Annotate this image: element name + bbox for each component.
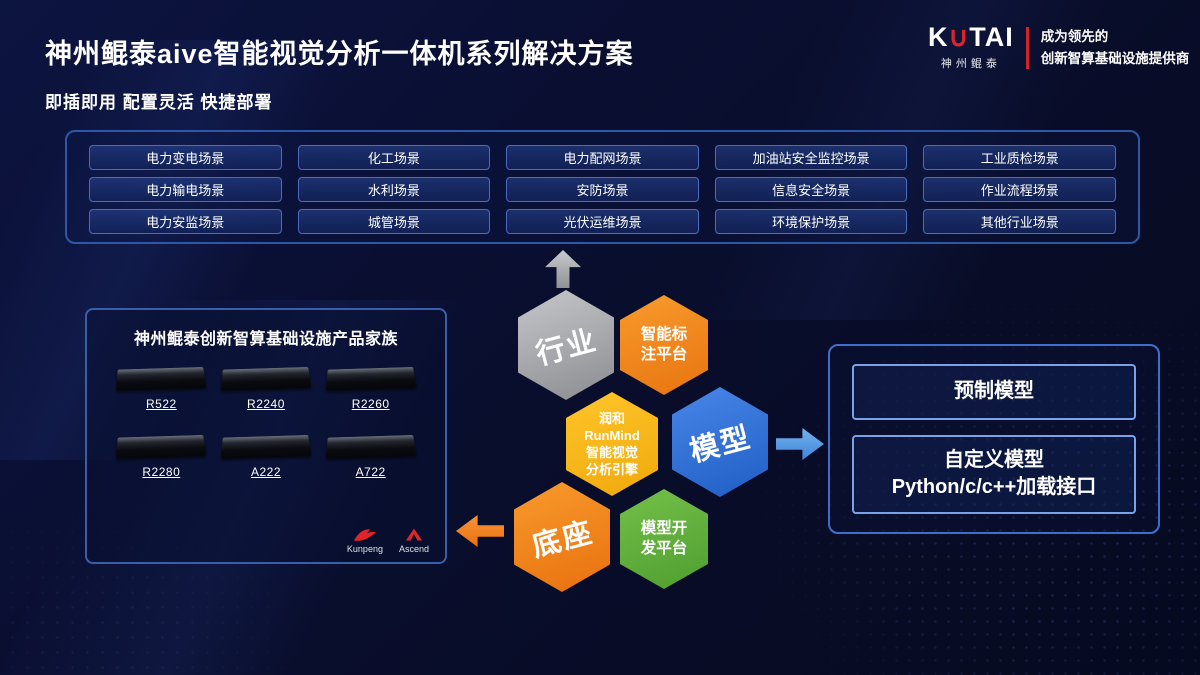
product-link[interactable]: R2280 bbox=[142, 465, 181, 479]
brand-chinese-name: 神州鲲泰 bbox=[940, 58, 1001, 70]
product-item: R2240 bbox=[214, 366, 319, 411]
kuntai-logo-mark: K∪TAI 神州鲲泰 bbox=[928, 24, 1014, 71]
kuntai-logo: K∪TAI 神州鲲泰 成为领先的 创新智算基础设施提供商 bbox=[928, 24, 1189, 71]
scenario-button[interactable]: 电力变电场景 bbox=[89, 145, 282, 170]
hexagon-base: 底座 bbox=[514, 482, 610, 592]
arrow-up-icon bbox=[545, 250, 581, 288]
scenario-button[interactable]: 电力配网场景 bbox=[506, 145, 699, 170]
model-panel: 预制模型 自定义模型 Python/c/c++加载接口 bbox=[828, 344, 1160, 534]
brand-tagline: 成为领先的 创新智算基础设施提供商 bbox=[1041, 26, 1190, 69]
hexagon-dev-label: 发平台 bbox=[640, 540, 688, 557]
server-image bbox=[325, 366, 417, 391]
prebuilt-model-label: 预制模型 bbox=[954, 380, 1034, 403]
server-image bbox=[220, 366, 312, 391]
runmind-line: 分析引擎 bbox=[585, 462, 638, 478]
server-image bbox=[116, 366, 207, 391]
partner-logos: Kunpeng Ascend bbox=[347, 527, 429, 554]
hexagon-dev-platform: 模型开 发平台 bbox=[620, 489, 708, 589]
logo-divider bbox=[1025, 26, 1029, 69]
kunpeng-logo: Kunpeng bbox=[347, 527, 383, 554]
brand-letter: TAI bbox=[969, 22, 1014, 52]
page-title: 神州鲲泰aive智能视觉分析一体机系列解决方案 bbox=[45, 39, 634, 69]
scenario-button[interactable]: 环境保护场景 bbox=[714, 209, 908, 234]
product-item: R2280 bbox=[109, 434, 214, 479]
dot-pattern bbox=[760, 290, 1200, 675]
scenario-button[interactable]: 化工场景 bbox=[297, 145, 491, 170]
product-grid: R522 R2240 R2260 R2280 A222 A722 bbox=[87, 366, 445, 479]
hexagon-dev-label: 模型开 bbox=[640, 519, 688, 537]
hexagon-base-label: 底座 bbox=[528, 516, 597, 564]
product-family-title: 神州鲲泰创新智算基础设施产品家族 bbox=[133, 331, 398, 348]
product-link[interactable]: R2240 bbox=[247, 397, 285, 411]
server-image bbox=[116, 434, 207, 459]
custom-model-api-label: Python/c/c++加载接口 bbox=[891, 476, 1097, 499]
ascend-logo: Ascend bbox=[399, 527, 429, 554]
ascend-logo-icon bbox=[405, 528, 422, 541]
hexagon-annotation-label: 智能标 bbox=[640, 325, 688, 343]
hexagon-model-label: 模型 bbox=[686, 421, 755, 469]
custom-model-label: 自定义模型 bbox=[944, 449, 1044, 472]
product-link[interactable]: A222 bbox=[250, 465, 281, 479]
ascend-logo-text: Ascend bbox=[398, 544, 429, 554]
hexagon-industry: 行业 bbox=[518, 290, 614, 400]
scenario-button[interactable]: 作业流程场景 bbox=[923, 177, 1116, 202]
kunpeng-logo-icon bbox=[353, 529, 376, 541]
custom-model-box: 自定义模型 Python/c/c++加载接口 bbox=[852, 434, 1136, 514]
product-family-panel: 神州鲲泰创新智算基础设施产品家族 R522 R2240 R2260 R2280 … bbox=[85, 308, 447, 564]
scenario-button[interactable]: 加油站安全监控场景 bbox=[714, 145, 908, 170]
runmind-line: 智能视觉 bbox=[585, 445, 638, 460]
server-image bbox=[325, 434, 417, 459]
product-item: R2260 bbox=[318, 366, 423, 411]
runmind-line: 润和 bbox=[598, 410, 625, 426]
hexagon-annotation-platform: 智能标 注平台 bbox=[620, 295, 708, 395]
scenario-panel: 电力变电场景 化工场景 电力配网场景 加油站安全监控场景 工业质检场景 电力输电… bbox=[65, 130, 1140, 244]
prebuilt-model-box: 预制模型 bbox=[852, 364, 1136, 420]
product-link[interactable]: R522 bbox=[145, 397, 177, 411]
scenario-button[interactable]: 电力安监场景 bbox=[89, 209, 282, 234]
scenario-button[interactable]: 其他行业场景 bbox=[923, 209, 1116, 234]
hexagon-industry-label: 行业 bbox=[532, 324, 601, 372]
product-item: R522 bbox=[109, 366, 214, 411]
dot-pattern bbox=[0, 495, 320, 675]
scenario-button[interactable]: 城管场景 bbox=[297, 209, 491, 234]
scenario-button[interactable]: 电力输电场景 bbox=[89, 177, 282, 202]
scenario-button[interactable]: 工业质检场景 bbox=[923, 145, 1116, 170]
scenario-button[interactable]: 信息安全场景 bbox=[714, 177, 908, 202]
brand-letter: K bbox=[928, 22, 949, 52]
page-subtitle: 即插即用 配置灵活 快捷部署 bbox=[45, 93, 273, 112]
tagline-line: 成为领先的 bbox=[1040, 28, 1109, 44]
product-link[interactable]: R2260 bbox=[351, 397, 390, 411]
hexagon-model: 模型 bbox=[672, 387, 768, 497]
scenario-button[interactable]: 水利场景 bbox=[297, 177, 491, 202]
tagline-line: 创新智算基础设施提供商 bbox=[1040, 50, 1190, 66]
runmind-line: RunMind bbox=[584, 427, 640, 443]
arrow-left-icon bbox=[456, 515, 504, 547]
product-item: A722 bbox=[318, 434, 423, 479]
scenario-button[interactable]: 光伏运维场景 bbox=[506, 209, 699, 234]
hexagon-annotation-label: 注平台 bbox=[640, 346, 688, 363]
server-image bbox=[220, 434, 312, 459]
brand-mark-icon: ∪ bbox=[948, 22, 970, 52]
product-link[interactable]: A722 bbox=[355, 465, 386, 479]
hexagon-runmind-engine: 润和 RunMind 智能视觉 分析引擎 bbox=[566, 392, 658, 496]
scenario-button[interactable]: 安防场景 bbox=[506, 177, 699, 202]
product-item: A222 bbox=[214, 434, 319, 479]
kunpeng-logo-text: Kunpeng bbox=[346, 544, 383, 554]
